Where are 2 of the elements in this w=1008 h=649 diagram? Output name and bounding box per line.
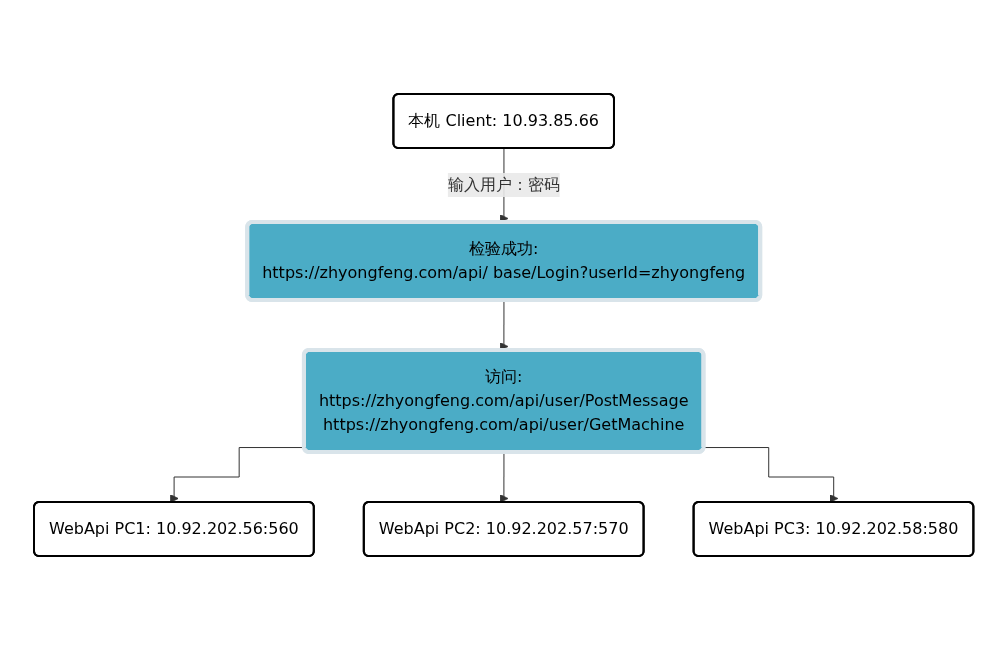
edge-label: 输入用户：密码 [447,174,560,194]
arrow [500,451,509,503]
